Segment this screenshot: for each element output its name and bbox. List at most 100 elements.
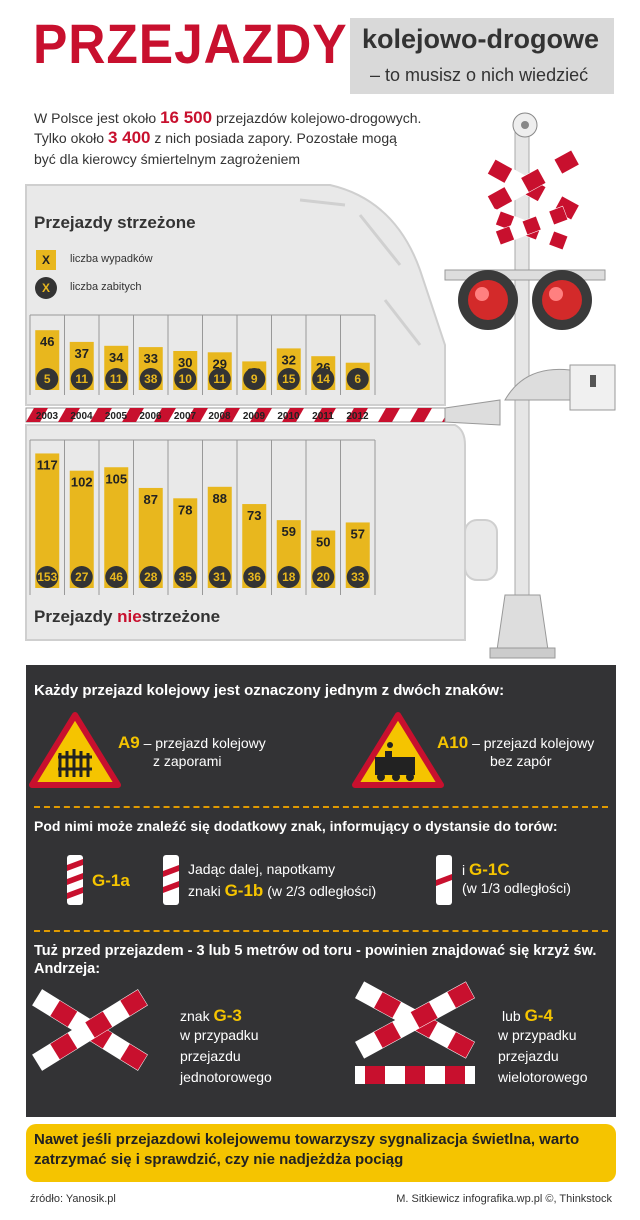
sign-a10-label-line2: bez zapór bbox=[490, 753, 552, 769]
intro-line-2: Tylko około 3 400 z nich posiada zapory.… bbox=[34, 128, 397, 148]
data-label-accidents: 30 bbox=[178, 355, 192, 370]
sign-a9-label-line2: z zaporami bbox=[153, 753, 222, 769]
sign-a9-label: A9 – przejazd kolejowy bbox=[118, 731, 266, 755]
cross-arm-stripe bbox=[554, 196, 579, 220]
year-tick-label: 2011 bbox=[312, 411, 334, 422]
barrier-stripe bbox=[122, 408, 144, 422]
data-label-accidents: 33 bbox=[144, 351, 158, 366]
sign-code: G-4 bbox=[524, 1006, 553, 1025]
data-label-deaths: 35 bbox=[179, 570, 193, 584]
sign-a10-label: A10 – przejazd kolejowy bbox=[437, 731, 594, 755]
barrier-stripe bbox=[250, 408, 272, 422]
cross-arm-stripe bbox=[549, 231, 568, 250]
sign-g1a-icon bbox=[67, 855, 83, 905]
intro-text: W Polsce jest około bbox=[34, 110, 161, 126]
deaths-marker bbox=[243, 566, 266, 588]
sign-g1a-label: G-1a bbox=[92, 869, 130, 893]
data-label-deaths: 6 bbox=[354, 372, 361, 386]
sign-g1b-label-line2: znaki G-1b (w 2/3 odległości) bbox=[188, 879, 376, 903]
page-subtitle-secondary: – to musisz o nich wiedzieć bbox=[370, 65, 589, 85]
unguarded-chart-title: Przejazdy niestrzeżone bbox=[34, 608, 220, 625]
signs-heading-1: Każdy przejazd kolejowy jest oznaczony j… bbox=[34, 682, 505, 699]
legend-accidents-symbol: X bbox=[41, 253, 50, 267]
legend-accidents-swatch bbox=[36, 250, 56, 270]
deaths-marker bbox=[312, 566, 335, 588]
data-label-deaths: 14 bbox=[317, 372, 331, 386]
footer-credit: M. Sitkiewicz infografika.wp.pl ©, Think… bbox=[396, 1193, 612, 1205]
sign-desc: – przejazd kolejowy bbox=[468, 735, 595, 751]
year-tick-label: 2007 bbox=[174, 411, 197, 422]
deaths-marker bbox=[346, 368, 369, 390]
sign-g4-desc-1: w przypadku bbox=[498, 1027, 577, 1043]
barrier-stripe bbox=[186, 408, 208, 422]
deaths-marker bbox=[36, 368, 59, 390]
sign-g1b-icon bbox=[163, 855, 179, 905]
data-label-accidents: 88 bbox=[213, 491, 227, 506]
data-label-deaths: 46 bbox=[110, 570, 124, 584]
cross-arm-stripe bbox=[50, 1000, 78, 1027]
cross-arm bbox=[481, 205, 569, 251]
sign-desc: znak bbox=[180, 1008, 214, 1024]
cross-arm-stripe bbox=[447, 1032, 475, 1058]
data-label-deaths: 9 bbox=[251, 372, 258, 386]
legend-accidents: liczba wypadków bbox=[70, 253, 153, 265]
deaths-marker bbox=[277, 566, 300, 588]
data-label-accidents: 57 bbox=[351, 526, 365, 541]
divider bbox=[34, 930, 608, 932]
signs-heading-2: Pod nimi może znaleźć się dodatkowy znak… bbox=[34, 818, 558, 834]
sign-g1b-label-line1: Jadąc dalej, napotkamy bbox=[188, 861, 336, 877]
crossings-total: 16 500 bbox=[160, 108, 213, 127]
data-label-deaths: 38 bbox=[144, 372, 158, 386]
data-label-accidents: 117 bbox=[37, 457, 58, 472]
sign-code: A9 bbox=[118, 733, 140, 752]
sign-code: G-3 bbox=[213, 1006, 242, 1025]
intro-line-3: być dla kierowcy śmiertelnym zagrożeniem bbox=[34, 151, 301, 167]
cross-arm bbox=[355, 981, 475, 1059]
barrier-arm-illustration bbox=[25, 399, 501, 426]
g4-bottom-bar bbox=[355, 1066, 475, 1084]
sign-g4-label: lub G-4 bbox=[502, 1004, 553, 1028]
data-label-deaths: 36 bbox=[248, 570, 262, 584]
year-tick-label: 2004 bbox=[70, 411, 93, 422]
data-label-deaths: 15 bbox=[282, 372, 296, 386]
intro-text: przejazdów kolejowo-drogowych. bbox=[212, 110, 422, 126]
year-tick-label: 2009 bbox=[243, 411, 266, 422]
sign-code: G-1b bbox=[224, 881, 264, 900]
barrier-stripe bbox=[378, 408, 400, 422]
deaths-marker bbox=[70, 566, 93, 588]
deaths-marker bbox=[208, 566, 231, 588]
cross-arm-stripe bbox=[374, 1022, 401, 1048]
data-label-deaths: 31 bbox=[213, 570, 227, 584]
data-label-accidents: 29 bbox=[213, 356, 227, 371]
cross-arm-stripe bbox=[554, 150, 579, 174]
accidents-chart: 4653711341133383010291122932152614216 11… bbox=[25, 112, 616, 659]
barrier-stripe bbox=[90, 408, 112, 422]
data-label-deaths: 11 bbox=[213, 372, 226, 386]
deaths-marker bbox=[70, 368, 93, 390]
cross-arm bbox=[470, 149, 580, 221]
cross-arm-stripe bbox=[410, 1002, 438, 1028]
cross-arm-stripe bbox=[374, 992, 401, 1018]
sign-g4-desc-3: wielotorowego bbox=[498, 1069, 588, 1085]
data-label-accidents: 102 bbox=[71, 475, 93, 490]
signs-graphics bbox=[29, 712, 475, 1084]
intro-text: Tylko około bbox=[34, 130, 108, 146]
g4-bar-stripe bbox=[445, 1066, 465, 1084]
data-label-accidents: 50 bbox=[316, 535, 330, 550]
subtitle-box bbox=[350, 18, 614, 94]
deaths-marker bbox=[174, 368, 197, 390]
data-label-accidents: 37 bbox=[75, 346, 89, 361]
sign-g3-desc-3: jednotorowego bbox=[180, 1069, 272, 1085]
barrier-stripe bbox=[346, 408, 368, 422]
sign-code: G-1C bbox=[469, 860, 510, 879]
railway-signal-illustration bbox=[444, 112, 616, 659]
title-text: Przejazdy bbox=[34, 607, 118, 626]
cross-arm bbox=[32, 989, 148, 1071]
deaths-marker bbox=[105, 566, 128, 588]
sign-code: A10 bbox=[437, 733, 469, 752]
barrier-stripe bbox=[154, 408, 176, 422]
year-tick-label: 2008 bbox=[208, 411, 231, 422]
deaths-marker bbox=[174, 566, 197, 588]
barrier-stripe bbox=[26, 408, 48, 422]
cross-arm-stripe bbox=[487, 159, 513, 183]
